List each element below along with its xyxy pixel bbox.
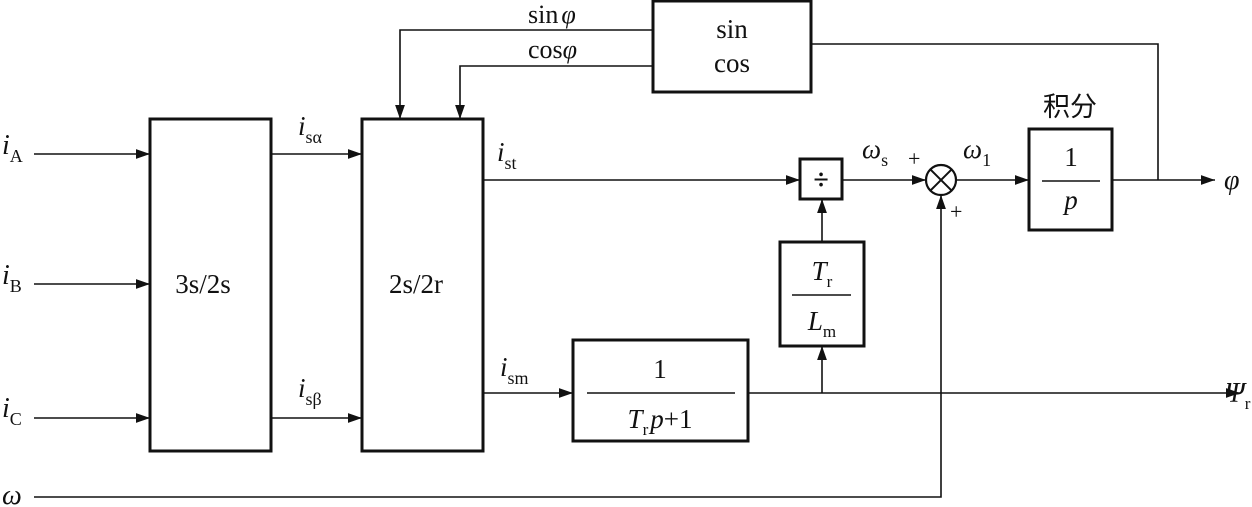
sin-cos-block	[651, 0, 813, 94]
label-phi-output: φ	[1224, 165, 1240, 196]
label-cosphi: cosφ	[528, 35, 577, 64]
integrator-title: 积分	[1043, 92, 1097, 122]
sin-cos-line1: sin	[716, 14, 748, 44]
3s-2s-label: 3s/2s	[175, 269, 231, 299]
label-ia: iA	[2, 130, 23, 166]
sin-cos-line2: cos	[714, 48, 750, 78]
summer-sign-left: +	[908, 146, 920, 171]
divide-icon: ÷	[813, 165, 828, 196]
label-ist: ist	[497, 137, 517, 173]
integrator-denominator: p	[1062, 185, 1078, 215]
label-isalpha: isα	[298, 111, 323, 147]
filter-denominator: Trp+1	[628, 404, 693, 439]
tr-over-lm-denominator: Lm	[807, 306, 836, 341]
label-ism: ism	[500, 352, 529, 388]
integrator-numerator: 1	[1064, 142, 1078, 172]
label-ib: iB	[2, 260, 22, 296]
label-omega1: ω1	[963, 134, 991, 170]
label-omegas: ωs	[862, 134, 888, 170]
2s-2r-transform-block	[360, 117, 485, 453]
wire-sinphi	[395, 29, 653, 119]
label-ic: iC	[2, 393, 22, 429]
label-psir-output: Ψr	[1225, 378, 1251, 413]
rotor-flux-filter-block	[571, 338, 750, 443]
filter-numerator: 1	[653, 354, 667, 384]
summer-sign-bottom: +	[950, 199, 962, 224]
3s-2s-transform-block	[148, 117, 273, 453]
summing-junction-cross	[929, 168, 953, 192]
tr-over-lm-numerator: Tr	[812, 256, 833, 291]
wire-phi-feedback	[811, 43, 1159, 180]
2s-2r-label: 2s/2r	[389, 269, 443, 299]
wire-cosphi	[455, 65, 653, 119]
label-isbeta: isβ	[298, 373, 322, 409]
wire-omega	[34, 195, 946, 498]
label-omega: ω	[2, 480, 22, 507]
